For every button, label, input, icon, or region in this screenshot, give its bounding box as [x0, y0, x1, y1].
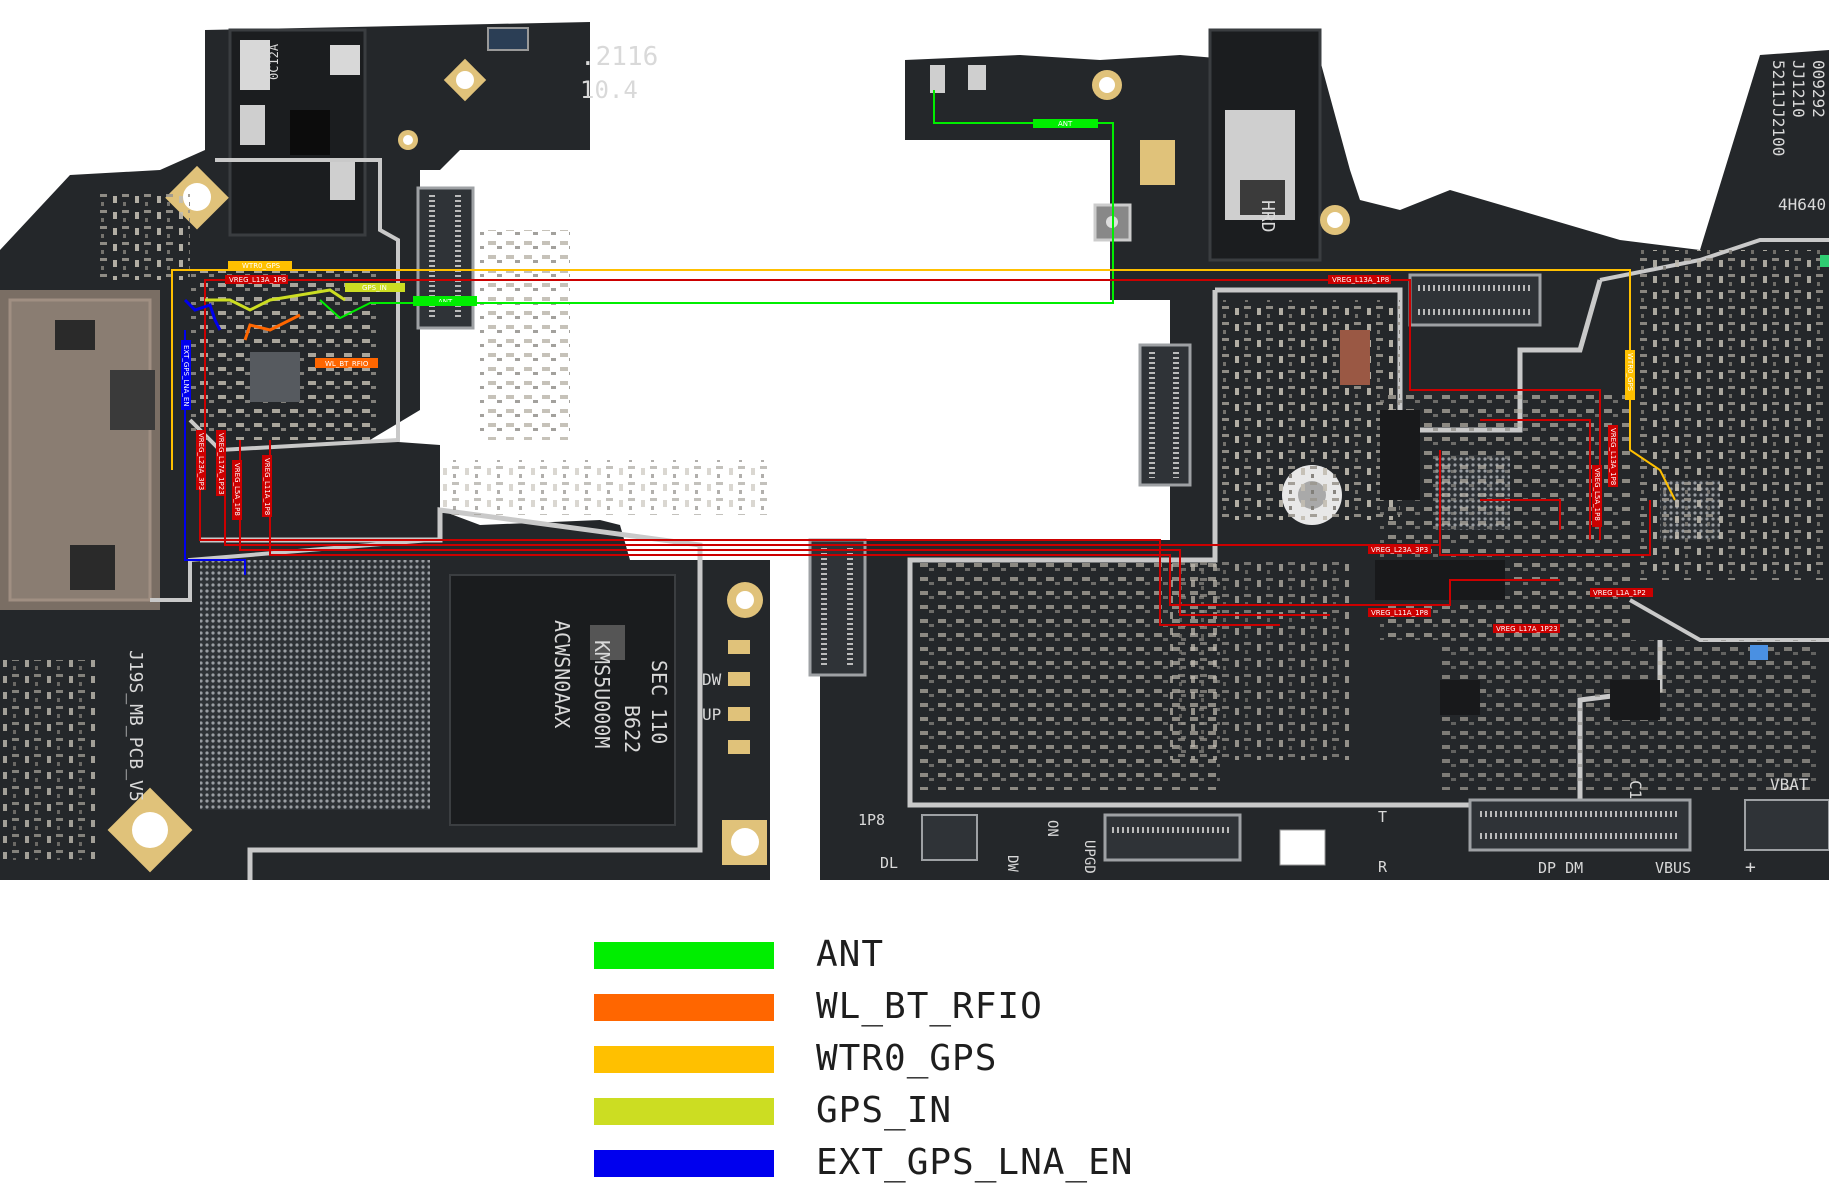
- top-code-3: 009292: [1809, 60, 1828, 118]
- fpc-connector-right-3: [1408, 273, 1542, 327]
- chip-marking-3: KMS5U000M: [590, 640, 614, 748]
- label-dl: DL: [880, 854, 898, 872]
- label-vbat: VBAT: [1770, 775, 1809, 794]
- net-label-vreg-l23a-right: VREG_L23A_3P3: [1371, 546, 1428, 554]
- version-text: 10.4: [580, 76, 638, 104]
- legend-swatch-ext-gps-lna-en: [594, 1150, 774, 1177]
- top-code-2: JJ1210: [1789, 60, 1808, 118]
- net-label-vreg-l17a-left: VREG_L17A_1P23: [217, 433, 225, 495]
- net-label-gps-in: GPS_IN: [362, 284, 387, 292]
- net-label-vreg-l17a-right: VREG_L17A_1P23: [1496, 625, 1558, 633]
- legend-label-wtr0-gps: WTR0_GPS: [816, 1038, 998, 1079]
- legend-row-wtr0-gps: WTR0_GPS: [594, 1034, 1294, 1079]
- jack-text: HRD: [1257, 200, 1278, 233]
- fpc-connector-right-2: [808, 538, 867, 677]
- bga-area-left: [200, 560, 430, 810]
- jack-marking: 0C12A: [267, 43, 281, 80]
- label-c1: C1: [1626, 780, 1645, 799]
- net-label-vreg-l5a-right: VREG_L5A_1P8: [1593, 468, 1601, 521]
- net-label-vreg-l13a-right-b: VREG_L13A_1P8: [1609, 428, 1617, 485]
- left-board: 0C12A SEC 110 B622 KMS5U000M ACWSN0AAX: [0, 22, 800, 880]
- pcb-name: J19S_MB_PCB_V5: [125, 650, 146, 802]
- legend-row-wl-bt-rfio: WL_BT_RFIO: [594, 982, 1294, 1027]
- label-dw: DW: [1004, 855, 1020, 872]
- label-dp-dm: DP DM: [1538, 859, 1583, 877]
- label-vbus: VBUS: [1655, 859, 1691, 877]
- legend-label-ant: ANT: [816, 934, 885, 975]
- legend-label-gps-in: GPS_IN: [816, 1090, 953, 1131]
- label-t: T: [1378, 808, 1387, 826]
- legend-row-ext-gps-lna-en: EXT_GPS_LNA_EN: [594, 1138, 1294, 1183]
- fpc-connector-right-1: [1138, 343, 1192, 487]
- net-label-vreg-l1a-right: VREG_L1A_1P2: [1593, 589, 1646, 597]
- net-label-vreg-l13a-right: VREG_L13A_1P8: [1332, 276, 1389, 284]
- button-dw-label: DW: [702, 670, 722, 689]
- legend-label-ext-gps-lna-en: EXT_GPS_LNA_EN: [816, 1142, 1134, 1183]
- right-net-annotations: ANT VREG_L13A_1P8 WTR0_GPS VREG_L13A_1P8…: [425, 90, 1676, 633]
- button-up-label: UP: [702, 705, 721, 724]
- label-r: R: [1378, 858, 1388, 876]
- top-code-4: 4H640: [1778, 195, 1826, 214]
- net-label-vreg-l11a-left: VREG_L11A_1P8: [263, 458, 271, 515]
- legend-swatch-gps-in: [594, 1098, 774, 1125]
- net-label-vreg-l13a: VREG_L13A_1P8: [229, 276, 286, 284]
- top-code-1: 5211JJ2100: [1769, 60, 1788, 156]
- date-code: .2116: [580, 42, 658, 72]
- net-label-vreg-l23a-left: VREG_L23A_3P3: [197, 433, 205, 490]
- usb-connector: [1468, 798, 1692, 852]
- legend-swatch-wl-bt-rfio: [594, 994, 774, 1021]
- chip-marking-1: SEC 110: [647, 660, 671, 744]
- net-label-wtr0-gps-right: WTR0_GPS: [1626, 353, 1634, 392]
- memory-chip: [449, 574, 676, 826]
- net-label-wl-bt-rfio: WL_BT_RFIO: [325, 360, 369, 368]
- net-label-vreg-l5a-left: VREG_L5A_1P8: [233, 463, 241, 516]
- net-label-ext-gps-lna-en: EXT_GPS_LNA_EN: [182, 345, 190, 407]
- legend-row-ant: ANT: [594, 930, 1294, 975]
- legend-swatch-wtr0-gps: [594, 1046, 774, 1073]
- pcb-diagram: 0C12A SEC 110 B622 KMS5U000M ACWSN0AAX: [0, 22, 1829, 880]
- chip-marking-2: B622: [620, 705, 644, 753]
- right-board: HRD: [425, 28, 1829, 880]
- net-label-vreg-l11a-right: VREG_L11A_1P8: [1371, 609, 1428, 617]
- label-on: ON: [1044, 820, 1060, 837]
- legend-row-gps-in: GPS_IN: [594, 1086, 1294, 1131]
- net-label-ant-right: ANT: [1058, 120, 1073, 128]
- label-1p8: 1P8: [858, 811, 885, 829]
- fpc-connector-left: [416, 186, 475, 330]
- legend: ANT WL_BT_RFIO WTR0_GPS GPS_IN EXT_GPS_L…: [594, 930, 1294, 1183]
- legend-label-wl-bt-rfio: WL_BT_RFIO: [816, 986, 1043, 1027]
- label-plus: +: [1745, 857, 1756, 878]
- legend-swatch-ant: [594, 942, 774, 969]
- label-upgd: UPGD: [1081, 840, 1097, 874]
- net-label-wtr0-gps: WTR0_GPS: [242, 262, 281, 270]
- chip-marking-4: ACWSN0AAX: [550, 620, 574, 728]
